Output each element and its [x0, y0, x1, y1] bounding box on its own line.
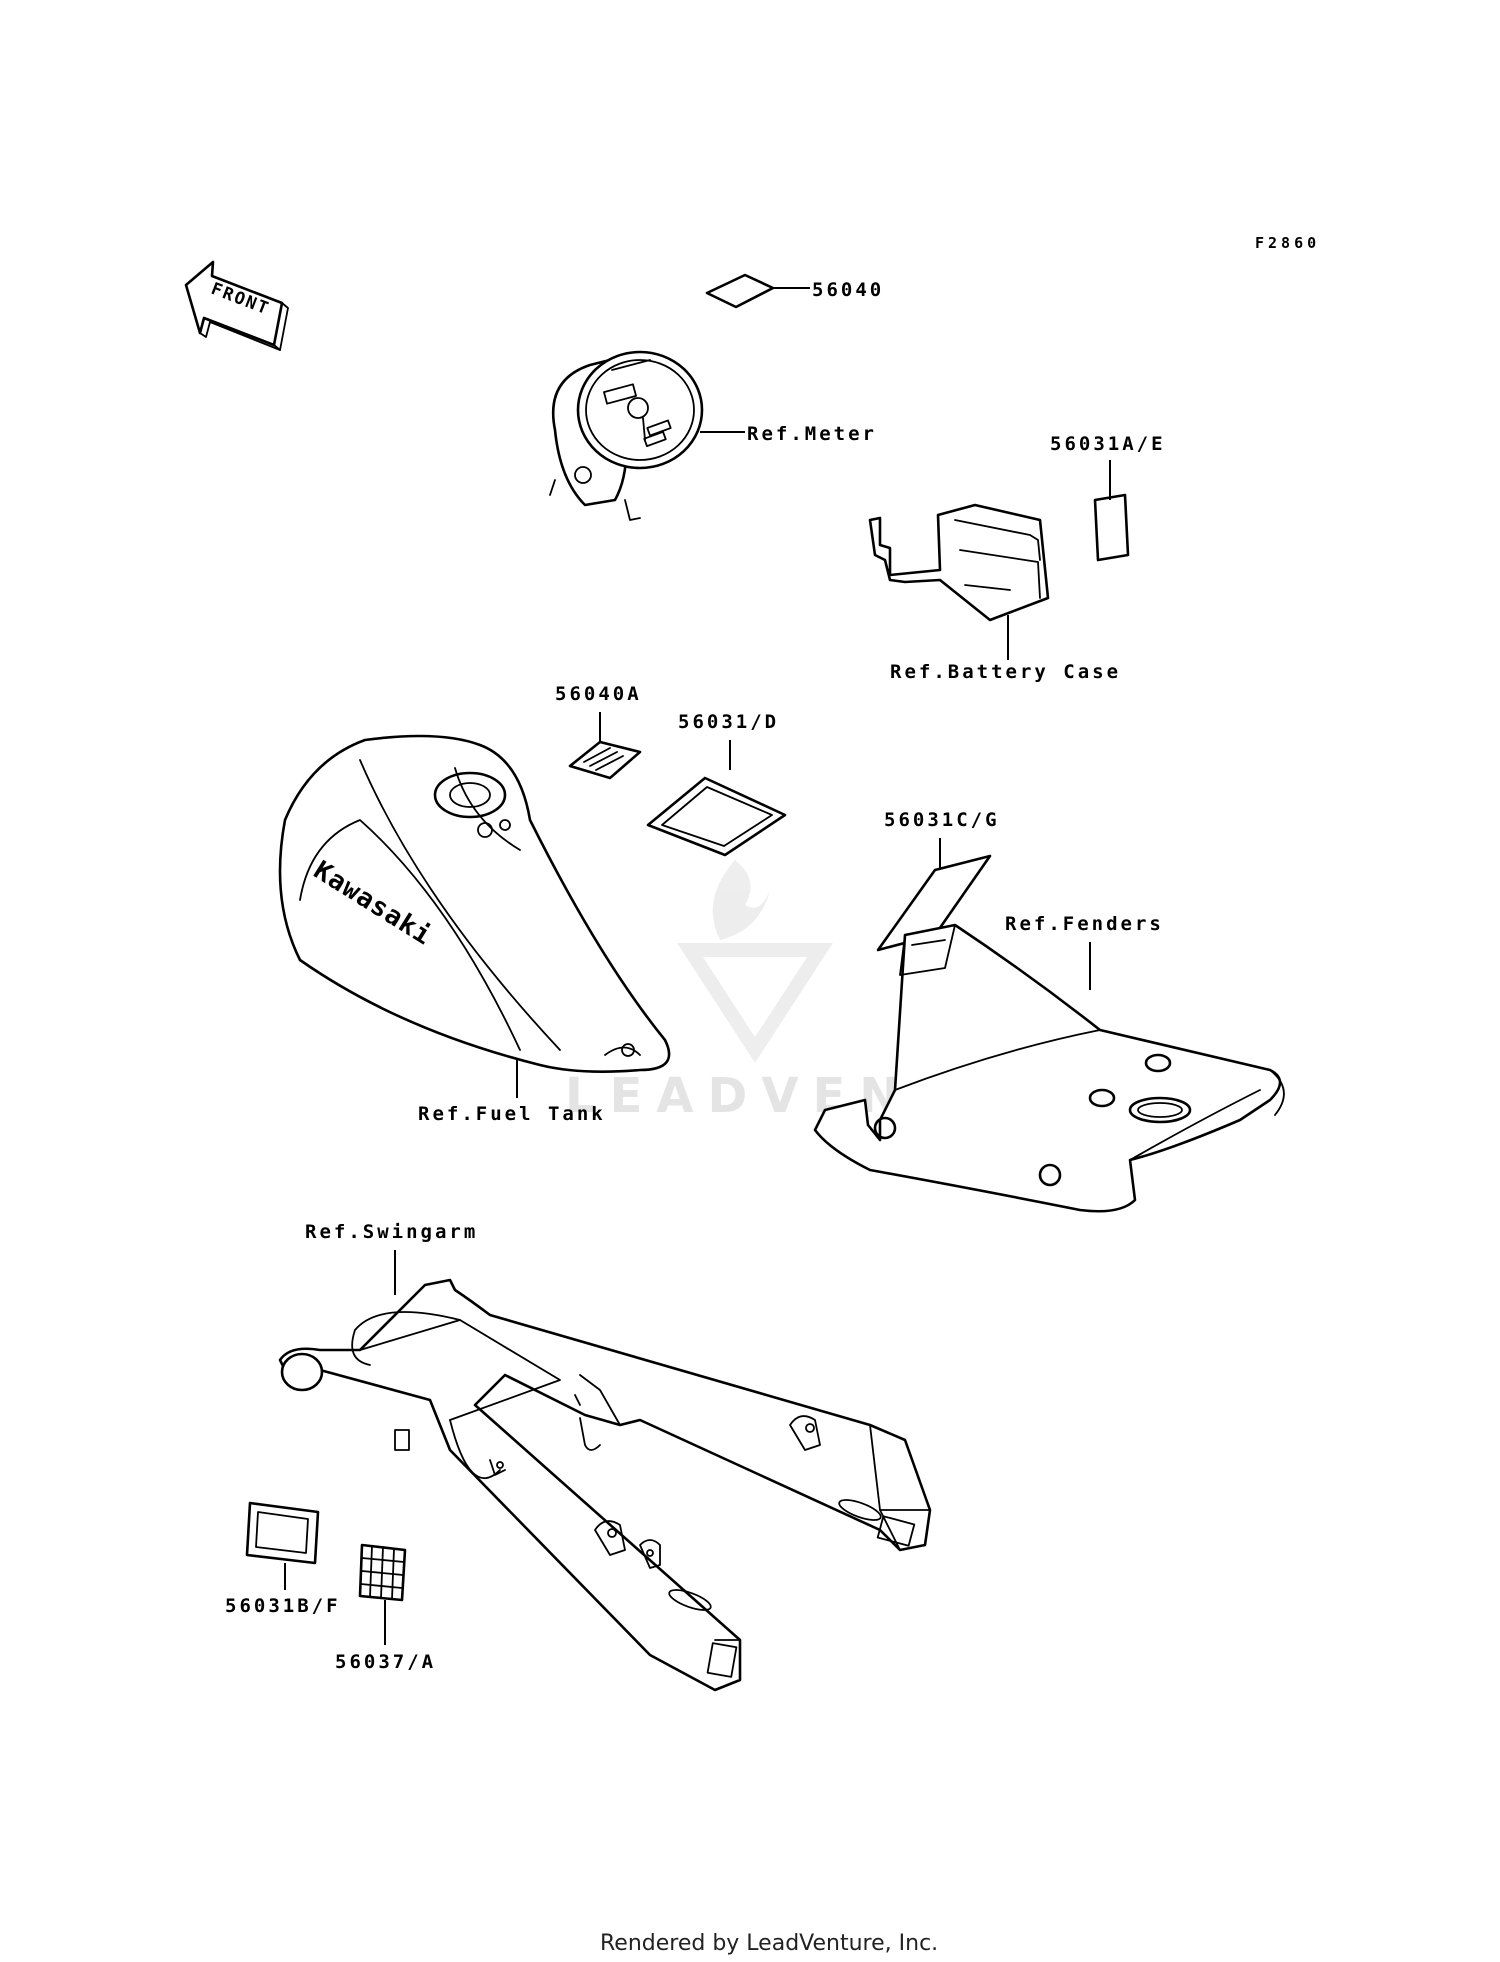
label-56031bf-part [245, 1501, 320, 1590]
label-ref-battery-case: Ref.Battery Case [890, 661, 1121, 683]
footer-credit: Rendered by LeadVenture, Inc. [600, 1931, 938, 1956]
label-56031ae: 56031A/E [1050, 433, 1166, 455]
figure-code: F2860 [1255, 234, 1320, 252]
label-56037a: 56037/A [335, 1651, 436, 1673]
label-ref-fenders: Ref.Fenders [1005, 913, 1164, 935]
label-56031ae-part [1093, 460, 1130, 562]
label-ref-fuel-tank: Ref.Fuel Tank [418, 1103, 606, 1125]
swingarm-part [278, 1250, 932, 1692]
fuel-tank-part [278, 734, 671, 1098]
label-ref-meter: Ref.Meter [747, 423, 877, 445]
label-56040-part [705, 273, 810, 309]
label-56031cg: 56031C/G [884, 809, 1000, 831]
front-arrow-icon [184, 260, 289, 351]
label-ref-swingarm: Ref.Swingarm [305, 1221, 478, 1243]
label-56040a: 56040A [555, 683, 642, 705]
label-56031d: 56031/D [678, 711, 779, 733]
label-56031d-part [646, 740, 787, 857]
label-56037a-part [358, 1543, 407, 1645]
meter-part [549, 350, 745, 521]
label-56031bf: 56031B/F [225, 1595, 341, 1617]
fender-part [813, 923, 1285, 1213]
label-56040: 56040 [812, 279, 884, 301]
watermark-logo [677, 860, 833, 1063]
label-56040a-part [568, 712, 642, 780]
battery-case-part [868, 503, 1050, 660]
